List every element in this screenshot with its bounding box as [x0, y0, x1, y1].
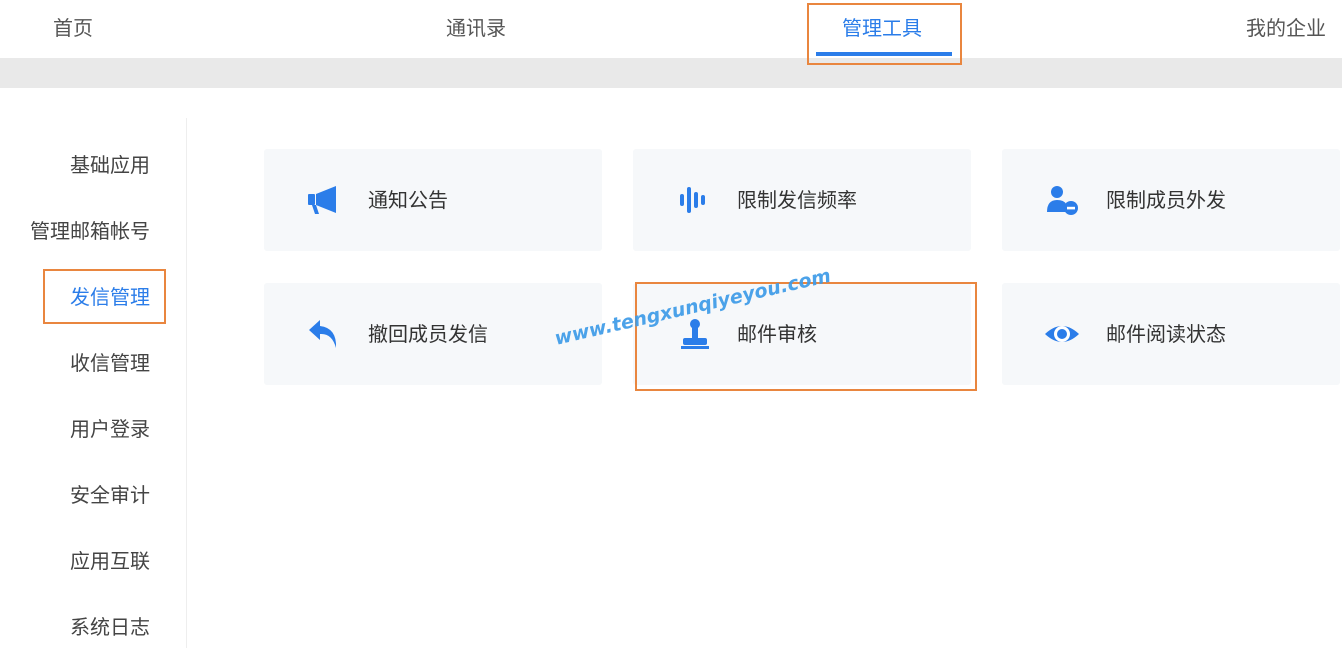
card-label: 邮件阅读状态: [1106, 322, 1226, 346]
card-mail-read-status[interactable]: 邮件阅读状态: [1002, 283, 1340, 385]
nav-my-enterprise[interactable]: 我的企业: [1246, 16, 1326, 40]
user-minus-icon: [1044, 184, 1080, 216]
undo-arrow-icon: [306, 318, 342, 350]
card-label: 撤回成员发信: [368, 322, 488, 346]
sidebar-item-security-audit[interactable]: 安全审计: [70, 483, 150, 507]
card-sending-rate-limit[interactable]: 限制发信频率: [633, 149, 971, 251]
sidebar-item-user-login[interactable]: 用户登录: [70, 417, 150, 441]
card-label: 邮件审核: [737, 322, 817, 346]
sidebar: 基础应用 管理邮箱帐号 发信管理 收信管理 用户登录 安全审计 应用互联 系统日…: [0, 118, 187, 648]
card-label: 限制成员外发: [1106, 188, 1226, 212]
audio-bars-icon: [675, 184, 711, 216]
nav-home[interactable]: 首页: [53, 16, 93, 40]
stamp-icon: [675, 318, 711, 350]
nav-contacts[interactable]: 通讯录: [446, 16, 506, 40]
sidebar-item-system-logs[interactable]: 系统日志: [70, 615, 150, 639]
eye-icon: [1044, 318, 1080, 350]
card-label: 通知公告: [368, 188, 448, 212]
nav-management-tools[interactable]: 管理工具: [842, 16, 922, 40]
sidebar-item-basic-apps[interactable]: 基础应用: [70, 153, 150, 177]
sidebar-item-outgoing-mail[interactable]: 发信管理: [70, 285, 150, 309]
card-restrict-external-sending[interactable]: 限制成员外发: [1002, 149, 1340, 251]
card-label: 限制发信频率: [737, 188, 857, 212]
header-divider-bar: [0, 58, 1342, 88]
sidebar-item-app-integration[interactable]: 应用互联: [70, 549, 150, 573]
card-mail-review[interactable]: 邮件审核: [633, 283, 971, 385]
sidebar-item-incoming-mail[interactable]: 收信管理: [70, 351, 150, 375]
card-recall-member-mail[interactable]: 撤回成员发信: [264, 283, 602, 385]
active-tab-underline: [816, 52, 952, 56]
megaphone-icon: [306, 184, 342, 216]
top-navigation: 首页 通讯录 管理工具 我的企业: [0, 0, 1342, 58]
sidebar-item-mailbox-accounts[interactable]: 管理邮箱帐号: [30, 219, 150, 243]
card-announcement[interactable]: 通知公告: [264, 149, 602, 251]
